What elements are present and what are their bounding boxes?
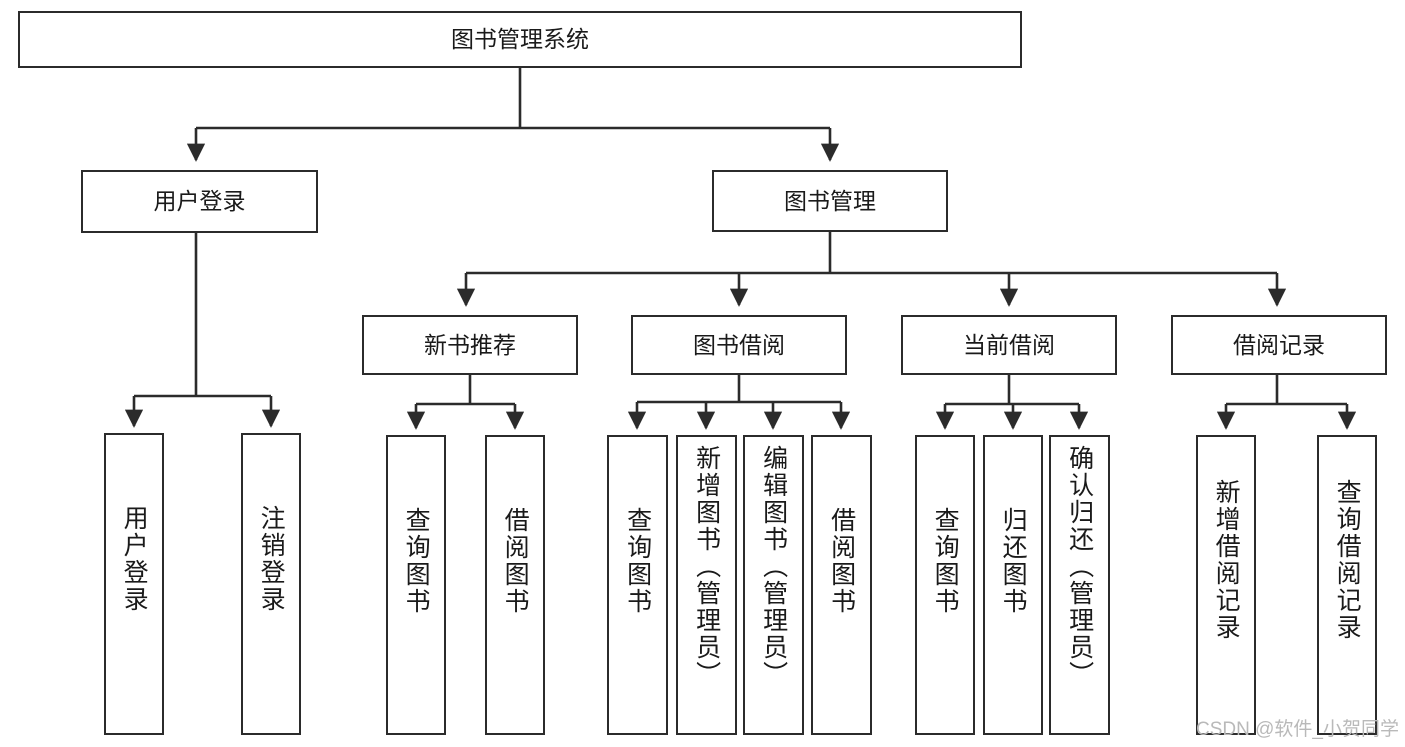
node-user-login-label: 用户登录 [153,188,246,215]
leaf-add-record[interactable]: 新增借阅记录 [1196,435,1256,735]
leaf-borrow-book-1-label: 借阅图书 [501,507,530,615]
node-book-management-label: 图书管理 [784,187,876,214]
leaf-query-record-label: 查询借阅记录 [1333,479,1362,641]
leaf-return-book-label: 归还图书 [999,507,1028,615]
leaf-query-book-3[interactable]: 查询图书 [915,435,975,735]
node-current-borrow[interactable]: 当前借阅 [901,315,1117,375]
leaf-return-book[interactable]: 归还图书 [983,435,1043,735]
node-book-borrow-label: 图书借阅 [693,331,785,358]
leaf-query-book-2[interactable]: 查询图书 [607,435,668,735]
leaf-borrow-book-2-label: 借阅图书 [827,507,856,615]
node-user-login[interactable]: 用户登录 [81,170,318,233]
node-root-label: 图书管理系统 [451,26,589,53]
leaf-query-book-1[interactable]: 查询图书 [386,435,446,735]
node-new-book-recommend-label: 新书推荐 [424,331,516,358]
node-new-book-recommend[interactable]: 新书推荐 [362,315,578,375]
leaf-user-login[interactable]: 用户登录 [104,433,164,735]
node-root[interactable]: 图书管理系统 [18,11,1022,68]
leaf-query-book-1-label: 查询图书 [402,507,431,615]
leaf-add-book[interactable]: 新增图书（管理员） [676,435,737,735]
leaf-user-login-label: 用户登录 [120,505,149,613]
node-borrow-record-label: 借阅记录 [1233,331,1325,358]
node-book-management[interactable]: 图书管理 [712,170,948,232]
leaf-query-book-2-label: 查询图书 [623,507,652,615]
leaf-query-book-3-label: 查询图书 [931,507,960,615]
node-borrow-record[interactable]: 借阅记录 [1171,315,1387,375]
leaf-edit-book-label: 编辑图书（管理员） [759,445,788,688]
leaf-edit-book[interactable]: 编辑图书（管理员） [743,435,804,735]
watermark: CSDN @软件_小贺同学 [1196,719,1399,740]
node-current-borrow-label: 当前借阅 [963,331,1055,358]
leaf-query-record[interactable]: 查询借阅记录 [1317,435,1377,735]
leaf-add-record-label: 新增借阅记录 [1212,479,1241,641]
leaf-add-book-label: 新增图书（管理员） [692,445,721,688]
leaf-confirm-return-label: 确认归还（管理员） [1065,445,1094,688]
leaf-borrow-book-2[interactable]: 借阅图书 [811,435,872,735]
leaf-user-logout[interactable]: 注销登录 [241,433,301,735]
node-book-borrow[interactable]: 图书借阅 [631,315,847,375]
leaf-confirm-return[interactable]: 确认归还（管理员） [1049,435,1110,735]
leaf-borrow-book-1[interactable]: 借阅图书 [485,435,545,735]
leaf-user-logout-label: 注销登录 [257,505,286,613]
